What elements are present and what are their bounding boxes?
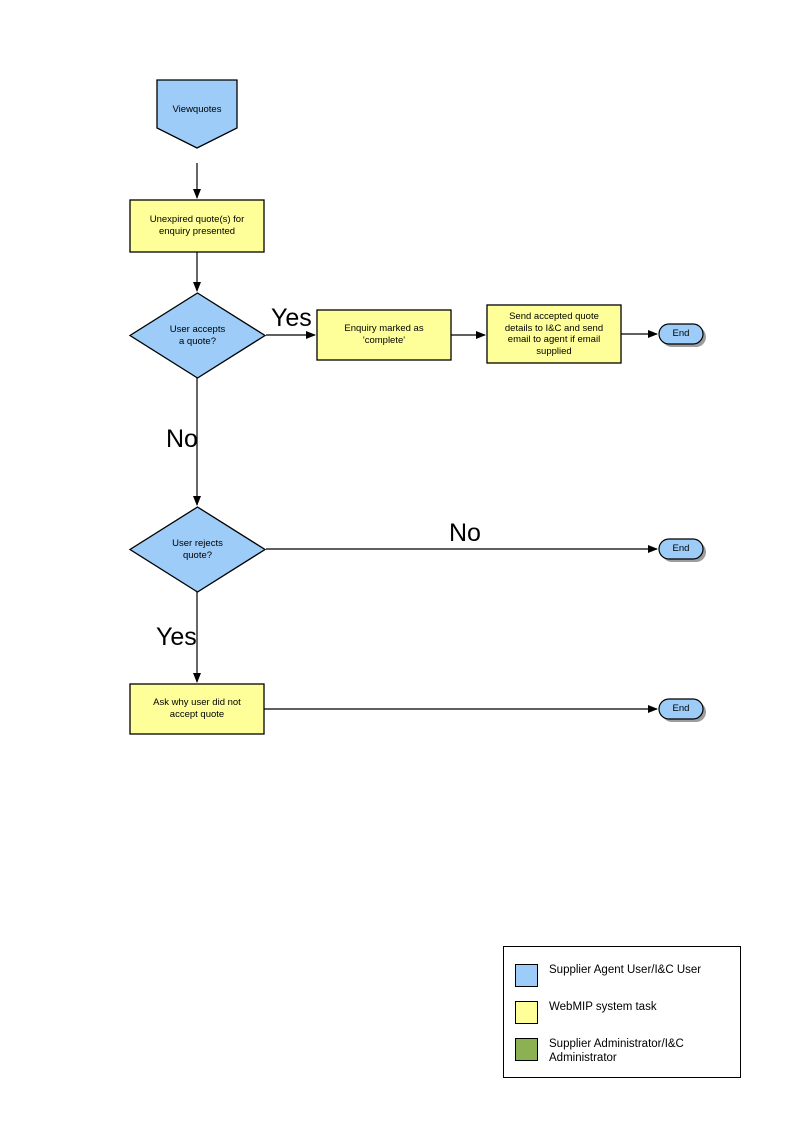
node-unexpired-quotes[interactable] xyxy=(129,199,265,253)
legend-label-system-task: WebMIP system task xyxy=(549,1001,657,1013)
connector-group xyxy=(193,163,658,713)
edge-label-no-rejects: No xyxy=(449,519,481,547)
node-end-1-label: End xyxy=(672,328,690,339)
node-user-accepts-decision[interactable] xyxy=(128,292,267,379)
node-enquiry-marked-complete[interactable] xyxy=(316,309,452,361)
edge-label-yes-rejects: Yes xyxy=(156,623,197,651)
legend-swatch-user-task xyxy=(515,964,538,987)
node-end-3-label: End xyxy=(672,703,690,714)
node-send-accepted-quote-details[interactable] xyxy=(486,304,622,364)
edge-label-no-accepts: No xyxy=(166,425,198,453)
node-start[interactable] xyxy=(156,79,238,149)
node-end-2[interactable] xyxy=(658,538,706,562)
legend-swatch-admin-task xyxy=(515,1038,538,1061)
edge-label-yes-accepts: Yes xyxy=(271,304,312,332)
legend-item-supplier-agent-user: Supplier Agent User/I&C User xyxy=(515,964,701,987)
legend-item-supplier-administrator: Supplier Administrator/I&C Administrator xyxy=(515,1038,684,1065)
legend: Supplier Agent User/I&C User WebMIP syst… xyxy=(503,946,741,1078)
legend-item-webmip-system-task: WebMIP system task xyxy=(515,1001,657,1024)
node-end-3[interactable] xyxy=(658,698,706,722)
node-end-1[interactable] xyxy=(658,323,706,347)
legend-label-user-task: Supplier Agent User/I&C User xyxy=(549,964,702,976)
node-end-2-label: End xyxy=(672,543,690,554)
legend-swatch-system-task xyxy=(515,1001,538,1024)
node-user-rejects-decision[interactable] xyxy=(128,506,267,593)
node-ask-why-not-accepted[interactable] xyxy=(129,683,265,735)
legend-label-admin-task: Supplier Administrator/I&C Administrator xyxy=(549,1038,684,1064)
